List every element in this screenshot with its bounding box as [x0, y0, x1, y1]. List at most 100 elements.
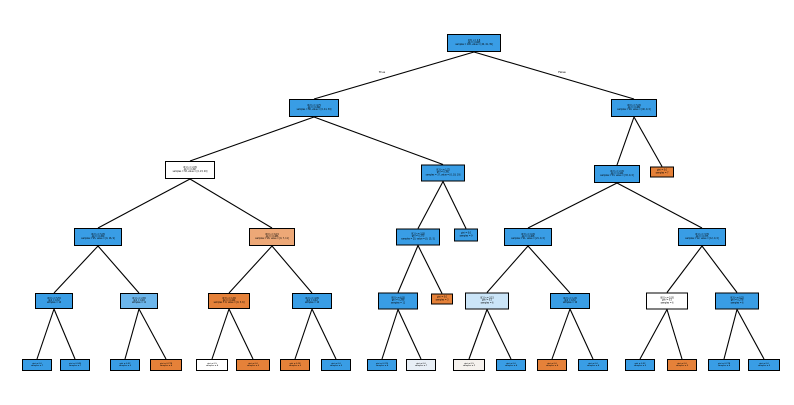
tree-node-text-line: samples = 5 — [246, 365, 260, 367]
tree-edge — [486, 245, 529, 293]
tree-edge — [417, 181, 444, 229]
tree-edge — [189, 116, 315, 162]
tree-node-text-line: gini = 0.0 — [506, 362, 516, 365]
tree-node-text-line: samples = 21, value = [21, 0, 0] — [511, 237, 545, 241]
tree-node-text-line: gini = 0.444 — [222, 298, 236, 302]
tree-node-text-line: X[2] <= 5.05 — [91, 232, 105, 236]
tree-node-text-line: samples = 5 — [329, 365, 343, 367]
tree-edge — [97, 178, 191, 229]
tree-edge — [417, 245, 443, 294]
tree-edge — [271, 245, 313, 294]
tree-node-text-line: X[2] <= 2.45 — [610, 169, 624, 173]
tree-node-text-line: samples = 3 — [435, 298, 449, 301]
tree-edge — [53, 308, 76, 360]
tree-node-text-line: X[2] <= 1.45 — [563, 296, 577, 300]
tree-node-text-line: samples = 11 — [131, 301, 147, 305]
tree-node-text-line: samples = 6 — [717, 365, 731, 367]
tree-node-text-line: gini = 0.0 — [32, 362, 42, 365]
tree-edge — [666, 309, 683, 360]
tree-node-text-line: gini = 0.0 — [677, 362, 687, 365]
tree-node-text-line: gini = 0.5 — [662, 298, 672, 302]
tree-edge — [53, 245, 99, 294]
tree-edge — [189, 178, 273, 229]
tree-node-text-line: gini = 0.5 — [464, 362, 474, 365]
tree-edge — [294, 308, 313, 360]
tree-node-text-line: samples = 20, value = [0, 15, 5] — [401, 237, 435, 241]
tree-node-text-line: samples = 43, value = [0, 23, 20] — [172, 170, 208, 174]
tree-node-text-line: gini = 0.32 — [564, 298, 576, 302]
tree-node-text-line: samples = 6 — [159, 365, 173, 367]
tree-node-text-line: gini = 0.444 — [610, 171, 624, 175]
tree-edge — [397, 309, 422, 360]
tree-node-text-line: gini = 0.499 — [307, 105, 321, 109]
tree-node-text-line: X[2] <= 4.95 — [305, 296, 319, 300]
tree-node-text-line: gini = 0.278 — [159, 362, 172, 365]
tree-node-text-line: samples = 37, value = [0, 18, 19] — [425, 173, 461, 177]
tree-edge — [97, 245, 140, 294]
tree-node-text-line: samples = 2 — [462, 365, 476, 367]
tree-edge — [138, 308, 167, 360]
tree-node-text-line: samples = 3 — [675, 365, 689, 367]
tree-edge — [313, 116, 444, 166]
tree-node-text-line: X[3] <= 0.8 — [467, 38, 481, 42]
tree-node-text-line: gini = 0.278 — [730, 298, 744, 302]
tree-node-text-line: samples = 4 — [375, 365, 389, 367]
tree-edge — [311, 308, 337, 360]
tree-node-text-line: samples = 14 — [46, 301, 62, 305]
tree-node-text-line: X[2] <= 4.75 — [307, 103, 321, 107]
tree-node-text-line: samples = 40, value = [40, 0, 0] — [617, 108, 651, 112]
tree-edge — [639, 309, 668, 360]
tree-node-text-line: samples = 10 — [562, 301, 578, 305]
tree-node-text-line: samples = 6 — [660, 301, 674, 305]
tree-node-text-line: gini = 0.0 — [331, 362, 341, 365]
tree-node-text-line: samples = 5 — [288, 365, 302, 367]
tree-node-text-line: gini = 0.486 — [265, 234, 279, 238]
tree-node-text-line: samples = 4 — [504, 365, 518, 367]
tree-node-text-line: gini = 0.375 — [411, 234, 425, 238]
tree-node-text-line: gini = 0.0 — [416, 362, 426, 365]
tree-edge — [124, 308, 140, 360]
tree-node-text-line: samples = 33, value = [33, 0, 0] — [600, 174, 634, 178]
tree-node-text-line: gini = 0.375 — [695, 234, 709, 238]
tree-node-text-line: X[3] <= 0.45 — [521, 232, 535, 236]
tree-node-text-line: samples = 9 — [459, 234, 473, 237]
tree-node-text-line: samples = 7 — [68, 365, 82, 367]
tree-node-text-line: gini = 0.32 — [48, 298, 60, 302]
tree-node-text-line: X[1] <= 3.35 — [695, 232, 709, 236]
tree-node-text-line: gini = 0.0 — [437, 295, 447, 299]
tree-node-text-line: samples = 6 — [545, 365, 559, 367]
tree-edge-label: False — [558, 70, 566, 74]
tree-edge — [701, 245, 738, 293]
tree-node-text-line: samples = 9, value = [0, 3, 6] — [213, 301, 245, 305]
tree-node-text-line: samples = 10 — [304, 301, 320, 305]
tree-node-text-line: X[3] <= 0.25 — [730, 296, 744, 300]
tree-edge — [723, 309, 738, 360]
tree-node-text-line: gini = 0.482 — [627, 105, 641, 109]
tree-node-text-line: samples = 7 — [655, 171, 669, 174]
tree-edge — [313, 51, 475, 100]
